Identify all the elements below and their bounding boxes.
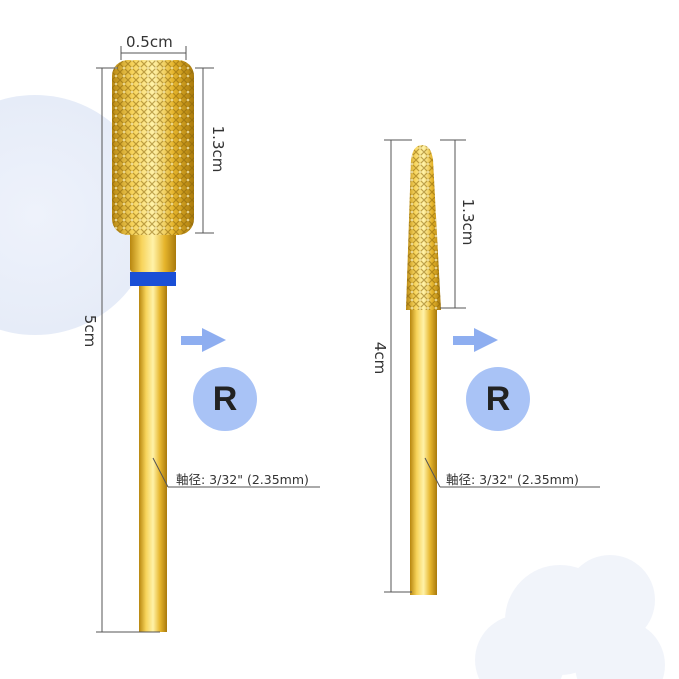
bit-2-arrow-right-icon bbox=[453, 328, 498, 352]
bit-2-total-length-label: 4cm bbox=[371, 341, 389, 375]
bit-1-total-length-label: 5cm bbox=[81, 314, 99, 348]
bit-2-shaft bbox=[410, 305, 437, 595]
background-flower-icon bbox=[475, 555, 665, 679]
bit-1-cylinder bbox=[112, 60, 194, 632]
bit-1-blue-band bbox=[130, 272, 176, 286]
bit-2-shaft-diameter-label: 軸径: 3/32" (2.35mm) bbox=[446, 472, 579, 487]
bit-1-head-length-label: 1.3cm bbox=[209, 125, 227, 173]
bit-1-dimension-lines bbox=[96, 46, 320, 633]
bit-1-shaft-diameter-label: 軸径: 3/32" (2.35mm) bbox=[176, 472, 309, 487]
bit-1-neck bbox=[130, 232, 176, 272]
bit-1-rotation-badge: R bbox=[193, 367, 257, 431]
bit-1-arrow-right-icon bbox=[181, 328, 226, 352]
bit-1-head-width-label: 0.5cm bbox=[126, 33, 173, 51]
bit-2-cone bbox=[406, 145, 441, 595]
bit-2-dimension-lines bbox=[384, 139, 600, 593]
bit-2-head-length-label: 1.3cm bbox=[459, 198, 477, 246]
bit-2-rotation-badge: R bbox=[466, 367, 530, 431]
